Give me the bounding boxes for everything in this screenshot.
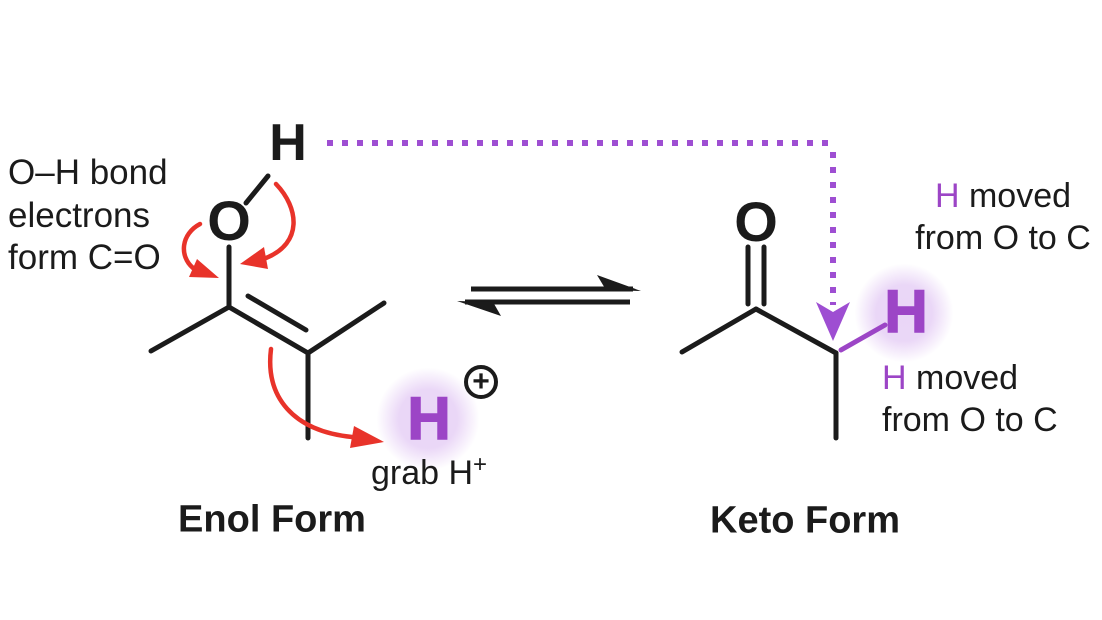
lone-pair-arrow-curve	[181, 221, 203, 271]
grab-proton-arrow-curve	[267, 346, 355, 440]
h-moved-note-top: H moved from O to C	[905, 176, 1101, 259]
enol-hydroxyl-h-label: H	[269, 114, 307, 172]
lone-pair-arrow-head-icon	[189, 259, 219, 278]
h-moved-bottom-rest: moved	[906, 359, 1019, 397]
enol-form-label: Enol Form	[178, 498, 366, 541]
equilibrium-reverse-head	[457, 301, 501, 316]
enol-c1-methyl-bond	[148, 304, 232, 354]
h-moved-note-bottom: H moved from O to C	[882, 358, 1058, 441]
grab-proton-caption: grab H+	[371, 451, 487, 493]
h-moved-note-bottom-line2: from O to C	[882, 400, 1058, 439]
h-moved-note-top-line1: H moved	[905, 176, 1101, 218]
grab-proton-superscript: +	[473, 450, 488, 478]
h-moved-note-top-line2: from O to C	[915, 218, 1091, 257]
keto-c-methyl-bond	[679, 306, 759, 355]
enol-double-bond-inner-line	[245, 293, 309, 333]
oh-electrons-arrow-curve	[263, 181, 296, 261]
annotation-line-2: electrons	[8, 195, 151, 235]
keto-c-alpha-bond	[753, 306, 839, 356]
keto-oxygen-label: O	[734, 190, 778, 253]
grab-proton-arrow-head-icon	[350, 426, 384, 448]
enol-oxygen-label: O	[207, 189, 251, 252]
proton-transfer-dotted-arrow	[327, 140, 850, 341]
oh-bond-annotation: O–H bond electrons form C=O	[8, 152, 168, 280]
keto-structure	[679, 244, 888, 441]
equilibrium-forward-head	[597, 275, 641, 291]
enol-o-h-bond	[243, 173, 271, 206]
electron-push-arrows	[181, 181, 384, 448]
enol-c1-c2-bond	[226, 304, 311, 356]
enol-proton-label: H	[407, 385, 452, 452]
keto-alpha-h-purple-bond	[838, 322, 888, 353]
enol-c2-methyl-bond	[305, 300, 387, 356]
h-moved-bottom-h: H	[882, 359, 907, 397]
oh-electrons-arrow-head-icon	[240, 247, 268, 269]
grab-proton-text: grab H	[370, 454, 474, 493]
annotation-line-1: O–H bond	[8, 153, 168, 192]
h-moved-note-bottom-line1: H moved	[882, 358, 1058, 400]
keto-proton-label: H	[884, 278, 929, 345]
positive-charge-icon: +	[464, 365, 498, 399]
annotation-line-3: form C=O	[8, 238, 161, 277]
equilibrium-arrows-icon	[457, 275, 641, 316]
enol-proton-glow	[376, 367, 480, 471]
dotted-arrow-head-icon	[816, 302, 850, 341]
keto-proton-glow	[854, 263, 954, 363]
h-moved-top-rest: moved	[959, 177, 1072, 215]
keto-form-label: Keto Form	[710, 499, 900, 542]
enol-structure	[148, 173, 387, 441]
h-moved-top-h: H	[934, 177, 960, 215]
